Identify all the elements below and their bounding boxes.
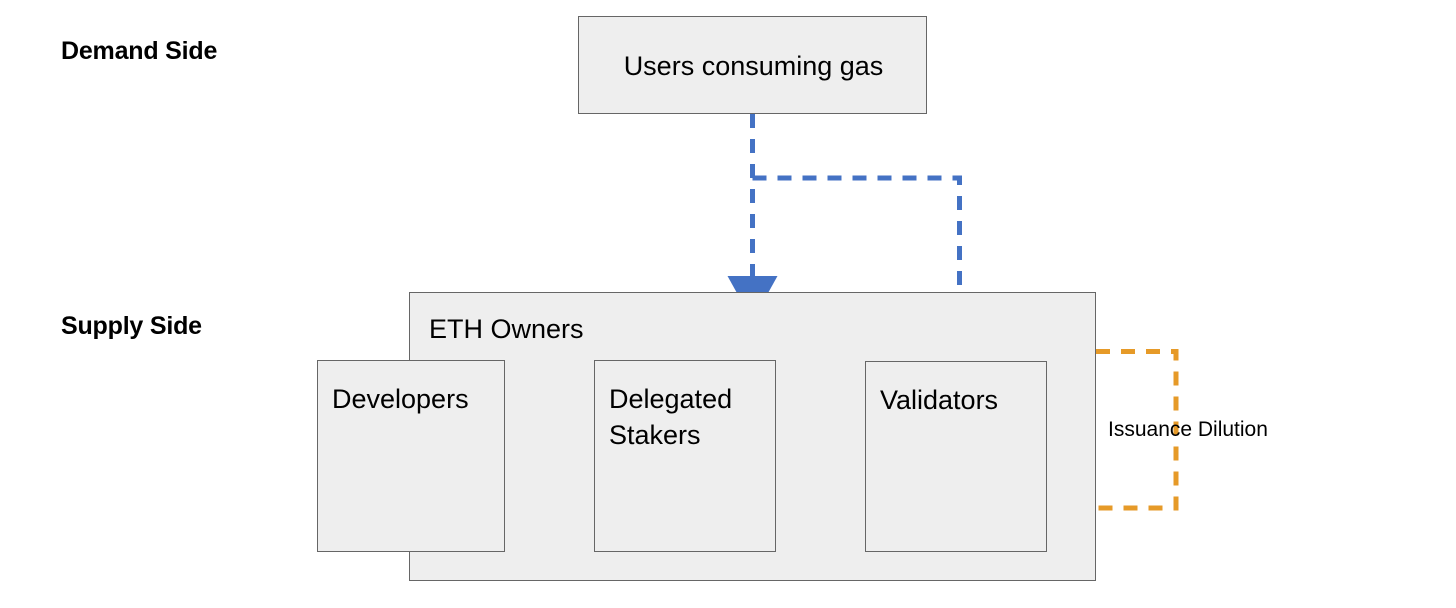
node-label-users-consuming-gas: Users consuming gas <box>623 50 884 81</box>
edge-users-to-validators <box>752 175 985 394</box>
node-users-consuming-gas[interactable]: Users consuming gas <box>578 16 927 114</box>
node-label-delegated-stakers: Delegated Stakers <box>609 384 733 451</box>
node-delegated-stakers[interactable]: Delegated Stakers <box>594 360 776 552</box>
edge-label-issuance-dilution: Issuance Dilution <box>1108 418 1268 441</box>
node-developers[interactable]: Developers <box>317 360 505 552</box>
edge-issuance-dilution-loop <box>1032 349 1179 533</box>
node-label-eth-owners: ETH Owners <box>429 314 584 344</box>
node-validators[interactable]: Validators <box>865 361 1047 552</box>
node-label-validators: Validators <box>880 385 999 415</box>
section-label-supply-side: Supply Side <box>61 312 202 340</box>
node-label-developers: Developers <box>332 384 469 414</box>
section-label-demand-side: Demand Side <box>61 37 218 65</box>
